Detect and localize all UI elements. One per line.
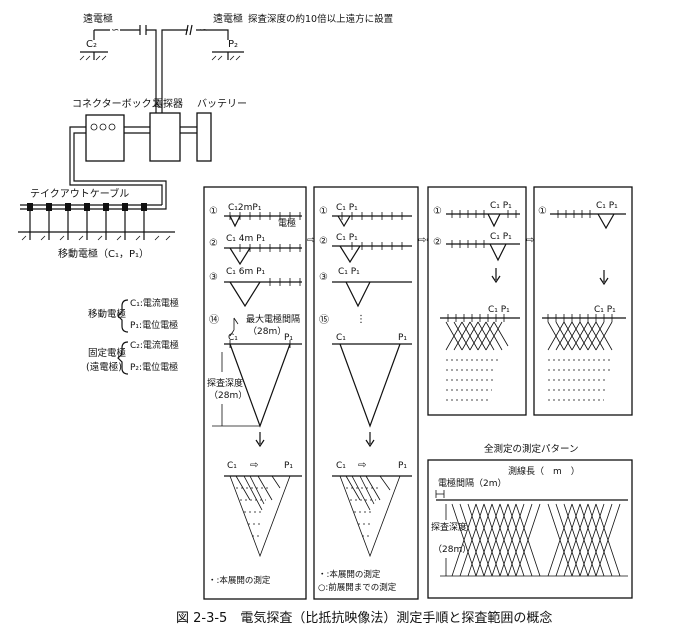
- pattern-mesh-right: [547, 503, 621, 577]
- p2-step1-num: ①: [319, 206, 328, 217]
- remote-placement-note: 探査深度の約10倍以上遠方に設置: [248, 13, 393, 25]
- legend-fixed-title: 固定電極: [88, 347, 127, 359]
- pattern-depth: 探査深度: [431, 521, 467, 533]
- battery-box: [196, 112, 212, 162]
- pattern-mesh-left: [451, 503, 541, 577]
- p1-depth-label: 探査深度: [207, 377, 243, 389]
- svg-text:⇨: ⇨: [358, 460, 366, 471]
- p4-pattern: [547, 321, 613, 401]
- panel-2: ① C₁ P₁ ② C₁ P₁ ③ C₁ P₁ ⋮ ⑮ C₁ P₁ C₁ ⇨ P…: [313, 186, 419, 600]
- cable-connectors: [27, 203, 147, 211]
- connector-box-label: コネクターボックス: [72, 98, 161, 110]
- pattern-spacing: 電極間隔（2m）: [438, 477, 507, 489]
- full-pattern-panel: 全測定の測定パターン 測線長（ m ） 電極間隔（2m） 探査深度 （28m）: [427, 443, 633, 599]
- resistivity-instrument: [149, 112, 181, 162]
- p3-step1-num: ①: [433, 206, 442, 217]
- equipment-group: コネクターボックス 電探器 バッテリー テイクアウトケーブル: [18, 90, 247, 260]
- p4-step1-num: ①: [538, 206, 547, 217]
- p1-step2-num: ②: [209, 238, 218, 249]
- p1-max-spacing-value: （28m）: [248, 326, 286, 337]
- p1-c1: C₁: [228, 333, 238, 343]
- electrode-legend: 移動電極 C₁:電流電極 P₁:電位電極 固定電極 (遠電極) C₂:電流電極 …: [86, 297, 179, 375]
- p1-step2-label: C₁ 4m P₁: [226, 234, 266, 244]
- p4-label: C₁ P₁: [594, 305, 616, 315]
- p3-step1-label: C₁ P₁: [490, 201, 512, 211]
- p1-step3-label: C₁ 6m P₁: [226, 267, 266, 277]
- p2-c1: C₁: [336, 333, 346, 343]
- svg-text:⋮: ⋮: [356, 314, 366, 325]
- remote-electrodes: 遠電極 遠電極 探査深度の約10倍以上遠方に設置 ∽ ∽ C₂ P₂: [79, 12, 393, 90]
- p2-note2: ○:前展開までの測定: [318, 582, 397, 593]
- p3-step2-num: ②: [433, 237, 442, 248]
- pattern-title: 全測定の測定パターン: [484, 443, 579, 455]
- svg-text:∽: ∽: [111, 25, 119, 36]
- p1-p1: P₁: [284, 333, 293, 343]
- panel-4: ① C₁ P₁ C₁ P₁: [533, 186, 633, 416]
- p2-p1: P₁: [398, 333, 407, 343]
- p2-step2-label: C₁ P₁: [336, 233, 358, 243]
- p1-electrode-label: 電極: [278, 217, 296, 229]
- connector-box: [85, 114, 125, 162]
- p2-bottom-p1: P₁: [398, 461, 407, 471]
- instrument-label: 電探器: [153, 97, 183, 110]
- panel-3: ① C₁ P₁ ② C₁ P₁ C₁ P₁: [427, 186, 527, 416]
- svg-text:∽: ∽: [199, 25, 207, 36]
- p1-max-spacing: 最大電極間隔: [246, 313, 300, 325]
- p1-step1-num: ①: [209, 206, 218, 217]
- remote-electrode-left-label: 遠電極: [83, 12, 113, 25]
- p1-bottom-p1: P₁: [284, 461, 293, 471]
- takeout-cable-label: テイクアウトケーブル: [30, 187, 129, 200]
- svg-text:⇨⇨: ⇨⇨: [418, 235, 435, 246]
- legend-moving-title: 移動電極: [88, 308, 127, 320]
- pattern-depth-value: （28m）: [433, 544, 471, 555]
- p3-step2-label: C₁ P₁: [490, 232, 512, 242]
- p1-depth-value: （28m）: [209, 390, 247, 401]
- p1-step1-label: C₁2mP₁: [228, 203, 262, 213]
- figure-caption: 図 2-3-5 電気探査（比抵抗映像法）測定手順と探査範囲の概念: [176, 610, 552, 626]
- p1-step3-num: ③: [209, 272, 218, 283]
- p1-bottom-c1: C₁: [227, 461, 237, 471]
- p2-step2-num: ②: [319, 236, 328, 247]
- svg-text:⇨: ⇨: [250, 460, 258, 471]
- panel-1: ① C₁2mP₁ 電極 ② C₁ 4m P₁ ③ C₁ 6m P₁ ⑭ 最大電極…: [203, 186, 307, 600]
- pattern-line-length: 測線長（ m ）: [508, 465, 580, 477]
- legend-moving-c1: C₁:電流電極: [130, 297, 179, 309]
- legend-moving-p1: P₁:電位電極: [130, 319, 178, 331]
- p2-label: P₂: [228, 39, 238, 50]
- legend-fixed-sub: (遠電極): [86, 361, 122, 373]
- p2-step3-num: ③: [319, 272, 328, 283]
- p4-step1-label: C₁ P₁: [596, 201, 618, 211]
- p1-step14-num: ⑭: [209, 314, 219, 326]
- p2-note1: ・:本展開の測定: [318, 569, 381, 580]
- battery-label: バッテリー: [197, 98, 247, 110]
- svg-text:⇨: ⇨: [307, 235, 315, 246]
- legend-fixed-c2: C₂:電流電極: [130, 339, 179, 351]
- p1-note: ・:本展開の測定: [208, 575, 271, 586]
- moving-electrodes: [21, 211, 171, 241]
- p2-step3-label: C₁ P₁: [338, 267, 360, 277]
- svg-text:⇨: ⇨: [526, 235, 534, 246]
- p3-label: C₁ P₁: [488, 305, 510, 315]
- p3-pattern: [445, 321, 509, 401]
- p2-step1-label: C₁ P₁: [336, 203, 358, 213]
- moving-electrode-label: 移動電極（C₁，P₁）: [58, 247, 149, 260]
- remote-electrode-right-label: 遠電極: [213, 12, 243, 25]
- p2-step15-num: ⑮: [319, 314, 329, 326]
- legend-fixed-p2: P₂:電位電極: [130, 361, 178, 373]
- c2-label: C₂: [86, 39, 97, 50]
- p2-bottom-c1: C₁: [336, 461, 346, 471]
